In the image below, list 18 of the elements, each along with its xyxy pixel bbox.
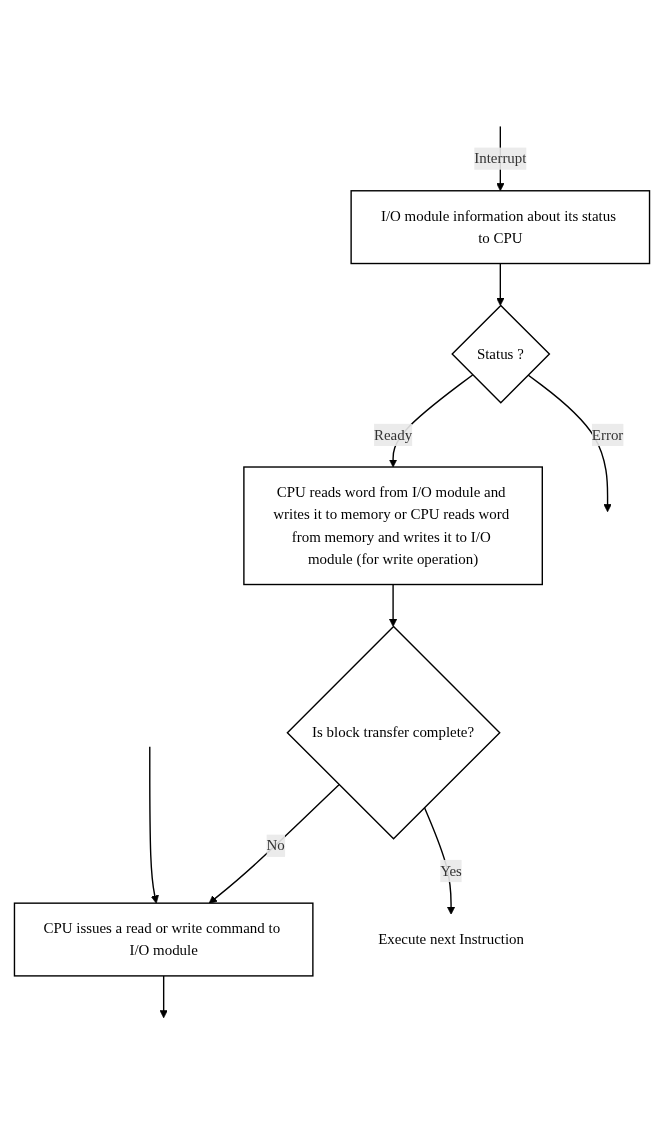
- edge-label: No: [266, 837, 285, 854]
- edge-label: Ready: [374, 426, 413, 443]
- node-diamond: Status ?: [451, 304, 551, 404]
- edge-label: Yes: [440, 862, 462, 879]
- arrow: [159, 975, 168, 1019]
- edge-label: Interrupt: [474, 150, 527, 166]
- arrow: [389, 583, 398, 627]
- arrow: [149, 745, 159, 904]
- node-box: CPU issues a read or write command to I/O module: [13, 902, 314, 977]
- arrow: [208, 783, 340, 904]
- arrow: [423, 806, 456, 915]
- node-box: CPU reads word from I/O module and writes it to memory or CPU reads word from memory and writes it to I/O module (for write operation): [243, 466, 543, 586]
- node-text: Execute next Instruction: [378, 930, 524, 947]
- arrow: [496, 262, 505, 306]
- arrow: [527, 374, 612, 512]
- node-diamond: Is block transfer complete?: [286, 625, 501, 840]
- node-box: I/O module information about its status to CPU: [350, 189, 651, 265]
- edge-label: Error: [591, 426, 624, 443]
